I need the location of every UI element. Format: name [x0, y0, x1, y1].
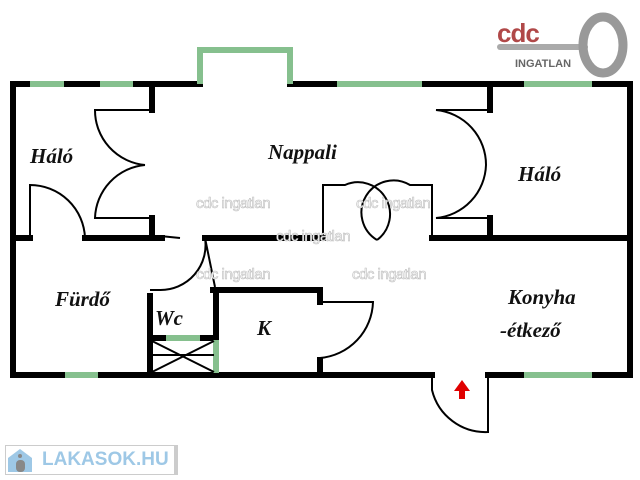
logo-brand: cdc [497, 18, 540, 48]
watermark: cdc ingatlan [196, 266, 271, 284]
room-label-halo-right: Háló [518, 162, 562, 186]
shaft [151, 340, 215, 373]
room-label-nappali: Nappali [268, 140, 337, 164]
room-label-k: K [257, 316, 272, 340]
windows [30, 47, 592, 378]
lakasok-label: LAKASOK.HU [42, 449, 169, 470]
room-label-furdo: Fürdő [55, 287, 110, 311]
doors [29, 109, 492, 434]
room-label-halo-left: Háló [30, 144, 74, 168]
logo-sub: INGATLAN [515, 58, 572, 70]
watermark: cdc ingatlan [352, 266, 427, 284]
watermark: cdc ingatlan [196, 195, 271, 213]
lakasok-badge[interactable]: LAKASOK.HU [5, 445, 178, 475]
entrance-arrow-icon [454, 380, 470, 399]
key-icon [497, 12, 628, 78]
room-label-etkezo: -étkező [500, 318, 561, 342]
watermark: cdc ingatlan [356, 195, 431, 213]
room-label-konyha: Konyha [508, 285, 576, 309]
room-label-wc: Wc [155, 306, 183, 330]
house-icon [8, 449, 32, 472]
watermark: cdc ingatlan [276, 228, 351, 246]
